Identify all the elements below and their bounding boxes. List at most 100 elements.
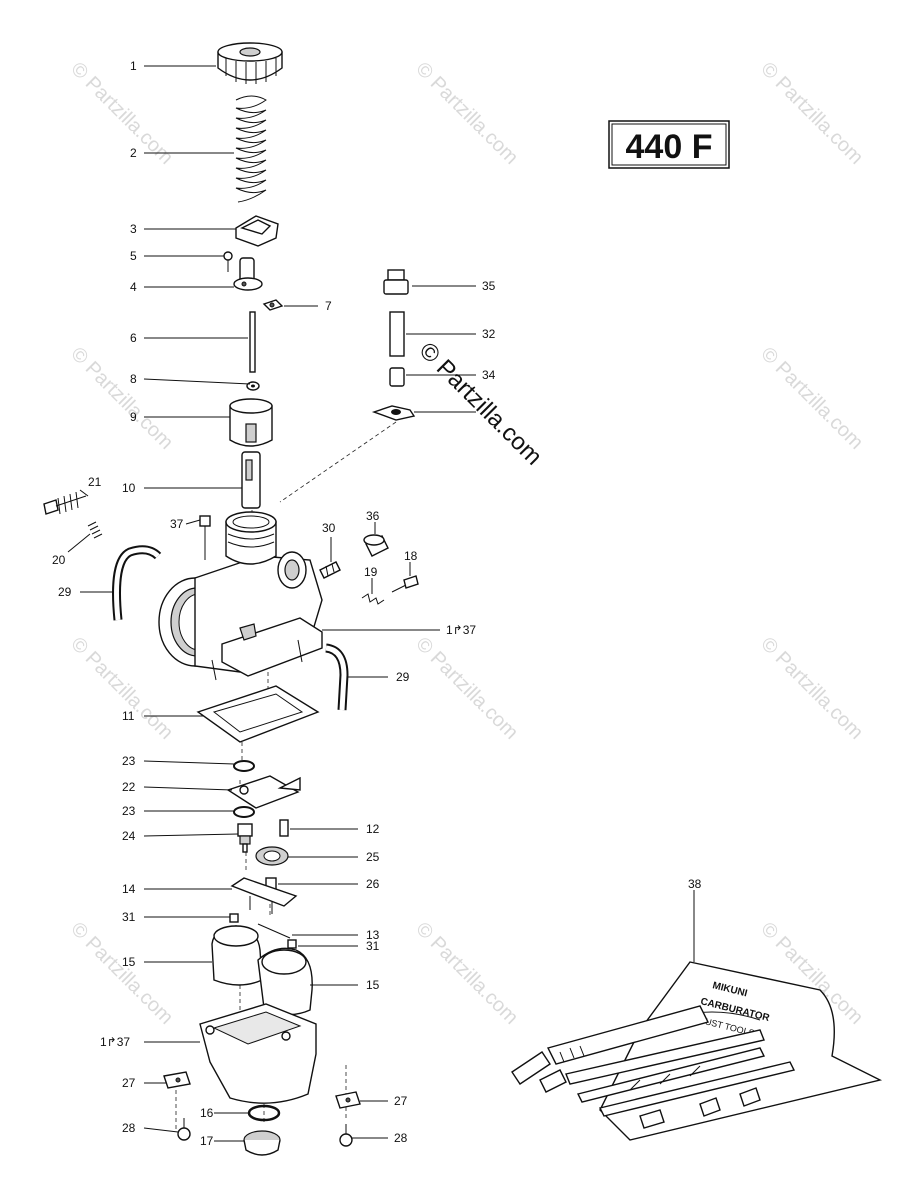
part-washer-8: [246, 381, 260, 391]
callout-20: 20: [52, 553, 66, 567]
callout-2: 2: [130, 146, 137, 160]
leader-lines: [67, 65, 695, 1142]
part-washer-25: [255, 846, 289, 866]
callout-16: 16: [200, 1106, 214, 1120]
part-cap-36: [363, 534, 389, 557]
part-tool-kit: MIKUNI CARBURATOR ADJUST TOOLS: [511, 961, 883, 1141]
callout-9: 9: [130, 410, 137, 424]
part-pin-13: [257, 923, 291, 939]
callout-29a: 29: [58, 585, 72, 599]
part-o-ring-23a: [233, 760, 255, 772]
callout-30: 30: [322, 521, 336, 535]
assembly-line: [279, 421, 397, 503]
callout-27a: 27: [122, 1076, 136, 1090]
part-screw-18: [391, 575, 419, 593]
part-spring-19: [361, 593, 385, 605]
part-hose-right: [325, 643, 349, 711]
part-float-bowl: [199, 1003, 317, 1104]
part-spring: [235, 95, 267, 203]
part-screw-21: [43, 491, 87, 515]
part-screw-30: [319, 561, 341, 579]
part-spring-20: [87, 521, 103, 539]
callout-10: 10: [122, 481, 136, 495]
callout-28b: 28: [394, 1131, 408, 1145]
callout-12: 12: [366, 822, 380, 836]
part-hose-left: [112, 545, 162, 621]
callout-22: 22: [122, 780, 136, 794]
callout-28a: 28: [122, 1121, 136, 1135]
model-label: 440 F: [626, 128, 713, 166]
part-float-arm-14: [230, 877, 298, 914]
callout-17: 17: [200, 1134, 214, 1148]
callout-37: 37: [170, 517, 184, 531]
part-screw-28a: [177, 1118, 191, 1141]
part-valve-10: [241, 451, 261, 509]
part-nut-34: [389, 367, 405, 387]
callout-24: 24: [122, 829, 136, 843]
part-jet-24: [237, 823, 253, 853]
model-label-box: 440 F: [608, 120, 730, 169]
part-gasket-33: [371, 405, 416, 421]
part-screw-5: [223, 251, 233, 272]
part-gasket-11: [196, 685, 320, 743]
callout-1: 1: [130, 59, 137, 73]
part-carburetor-body: [158, 511, 323, 681]
callout-4: 4: [130, 280, 137, 294]
callout-23a: 23: [122, 754, 136, 768]
callout-15b: 15: [366, 978, 380, 992]
part-adjuster-35: [383, 269, 409, 295]
callout-19: 19: [364, 565, 378, 579]
callout-26: 26: [366, 877, 380, 891]
callout-21: 21: [88, 475, 102, 489]
callout-15a: 15: [122, 955, 136, 969]
watermark-main: © Partzilla.com: [414, 337, 547, 470]
part-plate: [235, 215, 279, 247]
watermark: © Partzilla.com: [756, 58, 867, 169]
watermark: © Partzilla.com: [411, 633, 522, 744]
part-jet-12: [279, 819, 289, 837]
callout-8: 8: [130, 372, 137, 386]
watermark: © Partzilla.com: [411, 58, 522, 169]
callout-36: 36: [366, 509, 380, 523]
part-float-left: [211, 925, 263, 986]
callout-kit-b: 1↱37: [100, 1035, 130, 1049]
callout-29b: 29: [396, 670, 410, 684]
callout-35: 35: [482, 279, 496, 293]
callout-31a: 31: [122, 910, 136, 924]
callout-18: 18: [404, 549, 418, 563]
callout-3: 3: [130, 222, 137, 236]
watermark: © Partzilla.com: [66, 58, 177, 169]
part-o-ring-16: [247, 1104, 281, 1122]
callout-32: 32: [482, 327, 496, 341]
part-pin-31a: [229, 913, 239, 923]
watermark: © Partzilla.com: [66, 633, 177, 744]
watermark: © Partzilla.com: [66, 918, 177, 1029]
part-plug-17: [243, 1130, 281, 1156]
part-pin-31b: [287, 939, 297, 949]
part-jet-needle: [249, 311, 256, 373]
callout-5: 5: [130, 249, 137, 263]
watermark: © Partzilla.com: [756, 343, 867, 454]
part-needle-holder: [233, 257, 263, 291]
part-plate-22: [226, 775, 301, 809]
callout-31b: 31: [366, 939, 380, 953]
watermark: © Partzilla.com: [66, 343, 177, 454]
part-screw-37: [199, 515, 211, 560]
part-clip: [262, 299, 284, 311]
callout-11: 11: [122, 709, 135, 723]
part-cap: [217, 42, 283, 84]
callout-13: 13: [366, 928, 380, 942]
callout-kit-a: 1↱37: [446, 623, 476, 637]
callout-6: 6: [130, 331, 137, 345]
callout-23b: 23: [122, 804, 136, 818]
callout-7: 7: [325, 299, 332, 313]
part-o-ring-23b: [233, 806, 255, 818]
part-bracket-27b: [335, 1091, 361, 1109]
part-screw-28b: [339, 1124, 353, 1147]
watermarks: © Partzilla.com © Partzilla.com © Partzi…: [66, 58, 867, 1029]
callouts: 1 2 3 5 4 7 6 8 9 10 35 32 34 21 37 30 3…: [52, 59, 702, 1148]
callout-25: 25: [366, 850, 380, 864]
watermark: © Partzilla.com: [756, 633, 867, 744]
callout-14: 14: [122, 882, 136, 896]
